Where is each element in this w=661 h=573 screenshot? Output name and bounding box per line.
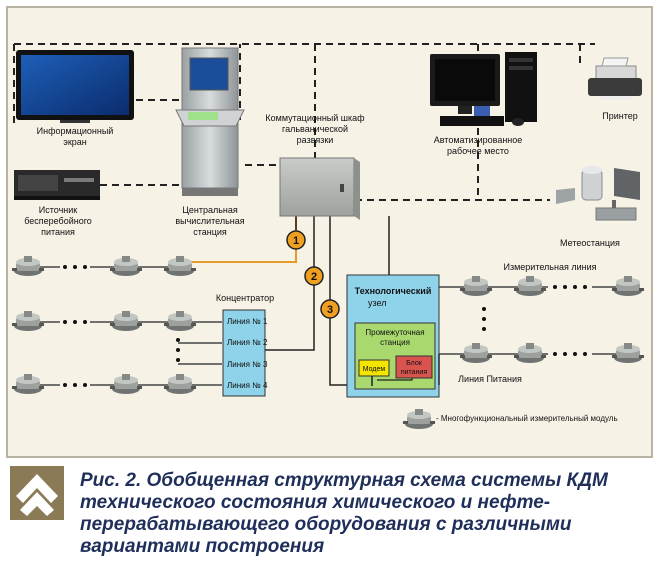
legend-text: - Многофункциональный измерительный моду… [436, 414, 618, 423]
sensor-module [12, 256, 44, 276]
central-station-label-1: Центральная [182, 205, 238, 215]
weather-station-label: Метеостанция [560, 238, 620, 248]
concentrator-line-4: Линия № 4 [227, 381, 268, 390]
sensor-module [164, 256, 196, 276]
switch-cabinet-label-3: развязки [297, 135, 334, 145]
info-screen-icon [16, 50, 134, 123]
sensor-module [612, 343, 644, 363]
ups-icon [14, 170, 100, 200]
switch-cabinet-label-2: гальванической [282, 124, 348, 134]
concentrator-line-2: Линия № 2 [227, 338, 268, 347]
switch-cabinet-label-1: Коммутационный шкаф [265, 113, 365, 123]
sensor-module [460, 276, 492, 296]
ellipsis-dots [63, 265, 587, 387]
weather-station-icon [556, 166, 640, 221]
workstation-icon [430, 52, 537, 126]
sensor-module [460, 343, 492, 363]
switch-cabinet-icon [279, 157, 360, 220]
ups-label-1: Источник [39, 205, 77, 215]
concentrator-title: Концентратор [216, 293, 274, 303]
central-station-label-3: станция [193, 227, 227, 237]
sensor-module [164, 311, 196, 331]
chevron-logo-icon [10, 466, 64, 520]
tech-node-box [346, 274, 440, 398]
sensor-module [514, 276, 546, 296]
info-screen-label-2: экран [63, 137, 87, 147]
intermediate-station-2: станция [380, 338, 410, 347]
power-block-label-2: питания [401, 369, 427, 376]
central-station-label-2: вычислительная [175, 216, 244, 226]
structure-diagram: Информационный экран Источник бесперебой… [12, 43, 644, 429]
measurement-line-label: Измерительная линия [504, 262, 597, 272]
power-line-label: Линия Питания [458, 374, 522, 384]
sensor-module [12, 311, 44, 331]
printer-label: Принтер [602, 111, 638, 121]
svg-text:1: 1 [293, 235, 299, 247]
legend-sensor-icon [403, 409, 435, 429]
central-station-icon [175, 47, 245, 196]
figure-caption: Рис. 2. Обобщенная структурная схема сис… [80, 470, 608, 557]
left-sensors [12, 256, 196, 394]
sensor-module [612, 276, 644, 296]
tech-node-title-2: узел [368, 298, 386, 308]
concentrator-line-3: Линия № 3 [227, 360, 268, 369]
ups-label-2: бесперебойного [24, 216, 92, 226]
ups-label-3: питания [41, 227, 75, 237]
workstation-label-2: рабочее место [447, 146, 509, 156]
info-screen-label-1: Информационный [37, 126, 114, 136]
sensor-module [164, 374, 196, 394]
sensor-module [110, 374, 142, 394]
concentrator-box [222, 309, 266, 397]
sensor-module [110, 256, 142, 276]
sensor-module [12, 374, 44, 394]
variant-badge-1: 1 [286, 230, 306, 250]
tech-node-title-1: Технологический [355, 286, 432, 296]
sensor-module [514, 343, 546, 363]
printer-icon [588, 57, 642, 100]
modem-label: Модем [363, 366, 386, 373]
svg-text:2: 2 [311, 271, 317, 283]
svg-text:3: 3 [327, 304, 333, 316]
concentrator-line-1: Линия № 1 [227, 317, 268, 326]
power-block-label-1: Блок [406, 360, 423, 367]
variant-badge-2: 2 [304, 266, 324, 286]
workstation-label-1: Автоматизированное [434, 135, 523, 145]
variant-badge-3: 3 [320, 299, 340, 319]
sensor-module [110, 311, 142, 331]
intermediate-station-1: Промежуточная [365, 328, 424, 337]
